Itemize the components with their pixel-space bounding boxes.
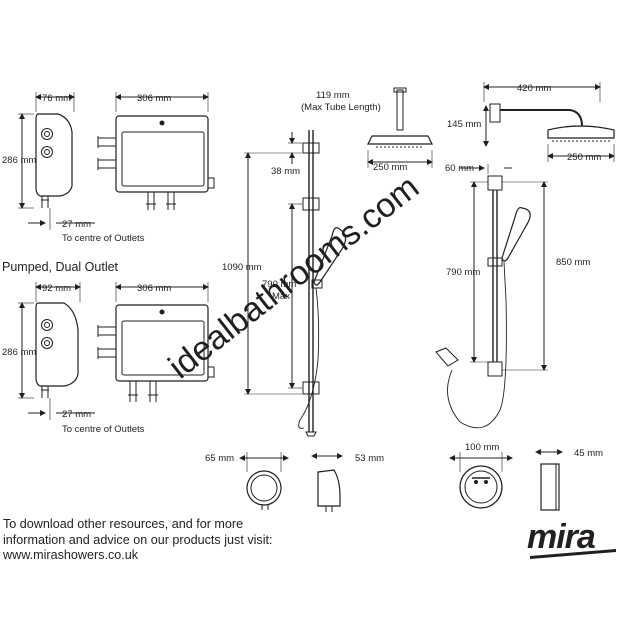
dim-wall-head-width: 250 mm — [567, 152, 601, 163]
dim-top-pump-depth: 76 mm — [42, 93, 71, 104]
dim-right-riser-height: 850 mm — [556, 257, 590, 268]
riser-rail-kit — [298, 130, 347, 437]
dim-controller-diameter: 100 mm — [465, 442, 499, 453]
dim-tube-length-note: (Max Tube Length) — [301, 102, 381, 113]
dim-wall-arm-length: 420 mm — [517, 83, 551, 94]
dim-top-outlet-note: To centre of Outlets — [62, 233, 145, 244]
dim-outlet-diameter: 65 mm — [205, 453, 234, 464]
dim-overhead-head-width: 250 mm — [373, 162, 407, 173]
dim-top-outlet-offset: 27 mm — [62, 219, 91, 230]
pump-front-view-top — [97, 115, 215, 210]
dim-right-riser-spacing: 790 mm — [446, 267, 480, 278]
wall-arm-shower-head — [489, 103, 615, 142]
ceiling-shower-head — [367, 87, 433, 148]
riser-kit-with-hose — [435, 175, 531, 429]
dim-outlet-depth: 53 mm — [355, 453, 384, 464]
dim-wall-arm-drop: 145 mm — [447, 119, 481, 130]
watermark: idealbathrooms.com — [162, 168, 427, 386]
dim-riser-bracket-offset: 38 mm — [271, 166, 300, 177]
dim-bottom-outlet-note: To centre of Outlets — [62, 424, 145, 435]
controller-front — [459, 465, 503, 509]
footer-line-2: information and advice on our products j… — [3, 532, 273, 547]
dim-top-pump-height: 286 mm — [2, 155, 36, 166]
dim-bottom-pump-depth: 92 mm — [42, 283, 71, 294]
section-title: Pumped, Dual Outlet — [2, 260, 119, 274]
footer-url[interactable]: www.mirashowers.co.uk — [3, 548, 139, 562]
dim-tube-length: 119 mm — [316, 90, 350, 101]
pump-side-view-top — [35, 113, 73, 208]
wall-outlet-side — [317, 469, 341, 512]
dim-bracket-offset: 60 mm — [445, 163, 474, 174]
footer: To download other resources, and for mor… — [3, 517, 273, 564]
dim-bottom-outlet-offset: 27 mm — [62, 409, 91, 420]
pump-side-view-bottom — [35, 302, 79, 398]
controller-side — [540, 463, 560, 511]
dim-controller-depth: 45 mm — [574, 448, 603, 459]
dim-bottom-pump-height: 286 mm — [2, 347, 36, 358]
dim-riser-spacing-note: Max — [272, 291, 290, 302]
dim-riser-spacing: 790 mm — [262, 279, 296, 290]
dim-bottom-box-width: 306 mm — [137, 283, 171, 294]
svg-text:mira: mira — [527, 518, 595, 556]
pump-front-view-bottom — [97, 304, 215, 402]
dim-top-box-width: 306 mm — [137, 93, 171, 104]
mira-logo: mira — [527, 518, 616, 559]
dim-riser-total-height: 1090 mm — [222, 262, 262, 273]
footer-line-1: To download other resources, and for mor… — [3, 517, 244, 531]
wall-outlet-front — [246, 470, 282, 510]
